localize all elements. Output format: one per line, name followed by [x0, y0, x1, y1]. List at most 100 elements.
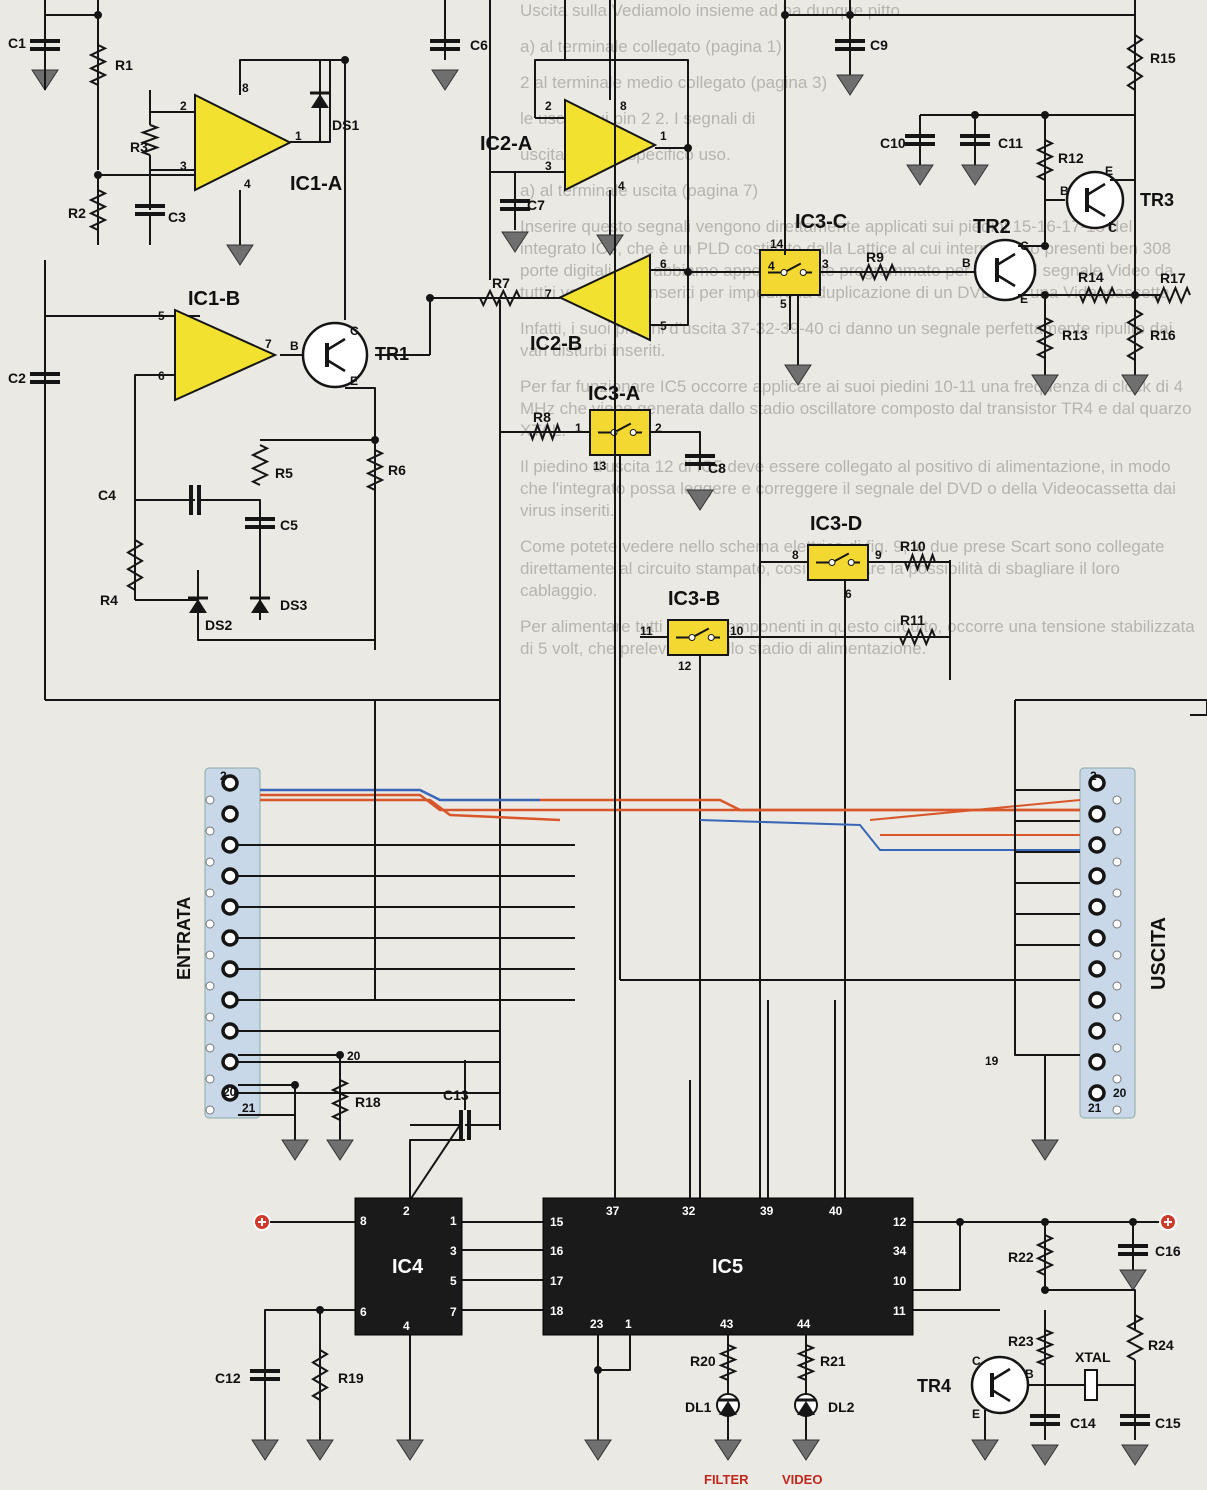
junction-dot [1041, 1286, 1049, 1294]
pin-number: 20 [347, 1049, 361, 1063]
scart-pin-small [205, 1043, 215, 1053]
component-label: R5 [275, 465, 293, 481]
component-label: R22 [1008, 1249, 1034, 1265]
pin-letter: E [972, 1407, 980, 1421]
opamp [564, 98, 658, 192]
ground-symbol [792, 1439, 820, 1461]
scart-pin-small [1112, 1012, 1122, 1022]
component-label: IC3-B [668, 588, 720, 610]
wire [264, 1309, 355, 1440]
scart-pin-small [1112, 857, 1122, 867]
scart-pin-small [205, 1012, 215, 1022]
opamp [194, 93, 293, 192]
pin-number: 40 [829, 1204, 843, 1218]
wire [1018, 294, 1046, 370]
pin-number: 1 [625, 1317, 632, 1331]
scart-pin-small [205, 950, 215, 960]
pin-number: 7 [265, 337, 272, 351]
resistor [330, 1079, 350, 1121]
pin-letter: C [350, 324, 359, 338]
scart-pin [221, 836, 239, 854]
pin-number: 1 [660, 129, 667, 143]
pin-letter: B [962, 256, 971, 270]
scart-pin [1088, 774, 1106, 792]
component-label: R15 [1150, 50, 1176, 66]
scart-pin [221, 867, 239, 885]
component-label: IC3-C [795, 211, 847, 233]
pin-number: 4 [244, 177, 251, 191]
component-label: C5 [280, 517, 298, 533]
wire [260, 793, 1080, 812]
junction-dot [781, 11, 789, 19]
resistor [479, 288, 521, 308]
component-label: R11 [900, 612, 925, 628]
ground-symbol [596, 234, 624, 256]
pin-number: 2 [403, 1204, 410, 1218]
component-label: C11 [998, 135, 1023, 151]
pin-number: 3 [545, 159, 552, 173]
component-label: R20 [690, 1353, 716, 1369]
scart-pin [1088, 991, 1106, 1009]
resistor [1154, 285, 1191, 305]
pin-number: 20 [223, 1085, 237, 1099]
pin-number: 39 [760, 1204, 774, 1218]
component-label: R23 [1008, 1333, 1034, 1349]
ground-symbol [251, 1439, 279, 1461]
scart-pin-small [1112, 795, 1122, 805]
scart-pin [1088, 1084, 1106, 1102]
wire [1014, 700, 1080, 1056]
ground-symbol [784, 364, 812, 386]
transistor-collector [1086, 182, 1106, 197]
component-label: R24 [1148, 1337, 1174, 1353]
resistor [1035, 139, 1055, 181]
wire [134, 374, 175, 600]
switch-contact [828, 559, 836, 566]
resistor [140, 124, 160, 156]
scart-pin [1088, 1022, 1106, 1040]
ground-symbol [836, 74, 864, 96]
pin-letter: B [1060, 184, 1069, 198]
wire [1045, 1289, 1136, 1330]
component-label: TR3 [1140, 190, 1174, 210]
junction-dot [594, 1366, 602, 1374]
transistor-emitter [1086, 203, 1106, 218]
scart-pin-small [1112, 1105, 1122, 1115]
pin-number: 2 [655, 421, 662, 435]
pin-number: 13 [593, 459, 607, 473]
pin-number: 8 [360, 1214, 367, 1228]
pin-letter: C [972, 1354, 981, 1368]
scart-pin-small [205, 795, 215, 805]
component-label: R8 [533, 409, 551, 425]
scart-input-label: ENTRATA [174, 897, 194, 980]
wire [534, 59, 689, 149]
component-label: C1 [8, 35, 26, 51]
junction-dot [684, 268, 692, 276]
wire [650, 275, 689, 326]
transistor-emitter [991, 1388, 1011, 1403]
scart-pin-small [205, 826, 215, 836]
ground-symbol [306, 1439, 334, 1461]
pin-number: 44 [797, 1317, 811, 1331]
ghost-paragraph: Il piedino d'uscita 12 di IC5 deve esser… [520, 457, 1176, 520]
component-label: C14 [1070, 1415, 1096, 1431]
scart-pin-small [205, 919, 215, 929]
component-label: IC3-D [810, 513, 862, 535]
scart-pin [221, 991, 239, 1009]
scart-pin-small [1112, 826, 1122, 836]
junction-dot [94, 11, 102, 19]
pin-number: 5 [158, 309, 165, 323]
wire [149, 90, 195, 113]
pin-number: 37 [606, 1204, 620, 1218]
resistor [1126, 34, 1144, 91]
ic5 [542, 1197, 914, 1336]
component-label: R10 [900, 538, 926, 554]
component-label: R18 [355, 1094, 381, 1110]
pin-letter: E [1105, 164, 1113, 178]
resistor [365, 449, 385, 491]
ground-symbol [1121, 374, 1149, 396]
pin-number: 11 [893, 1304, 906, 1318]
pin-letter: E [350, 374, 358, 388]
scart-pin [1088, 1053, 1106, 1071]
